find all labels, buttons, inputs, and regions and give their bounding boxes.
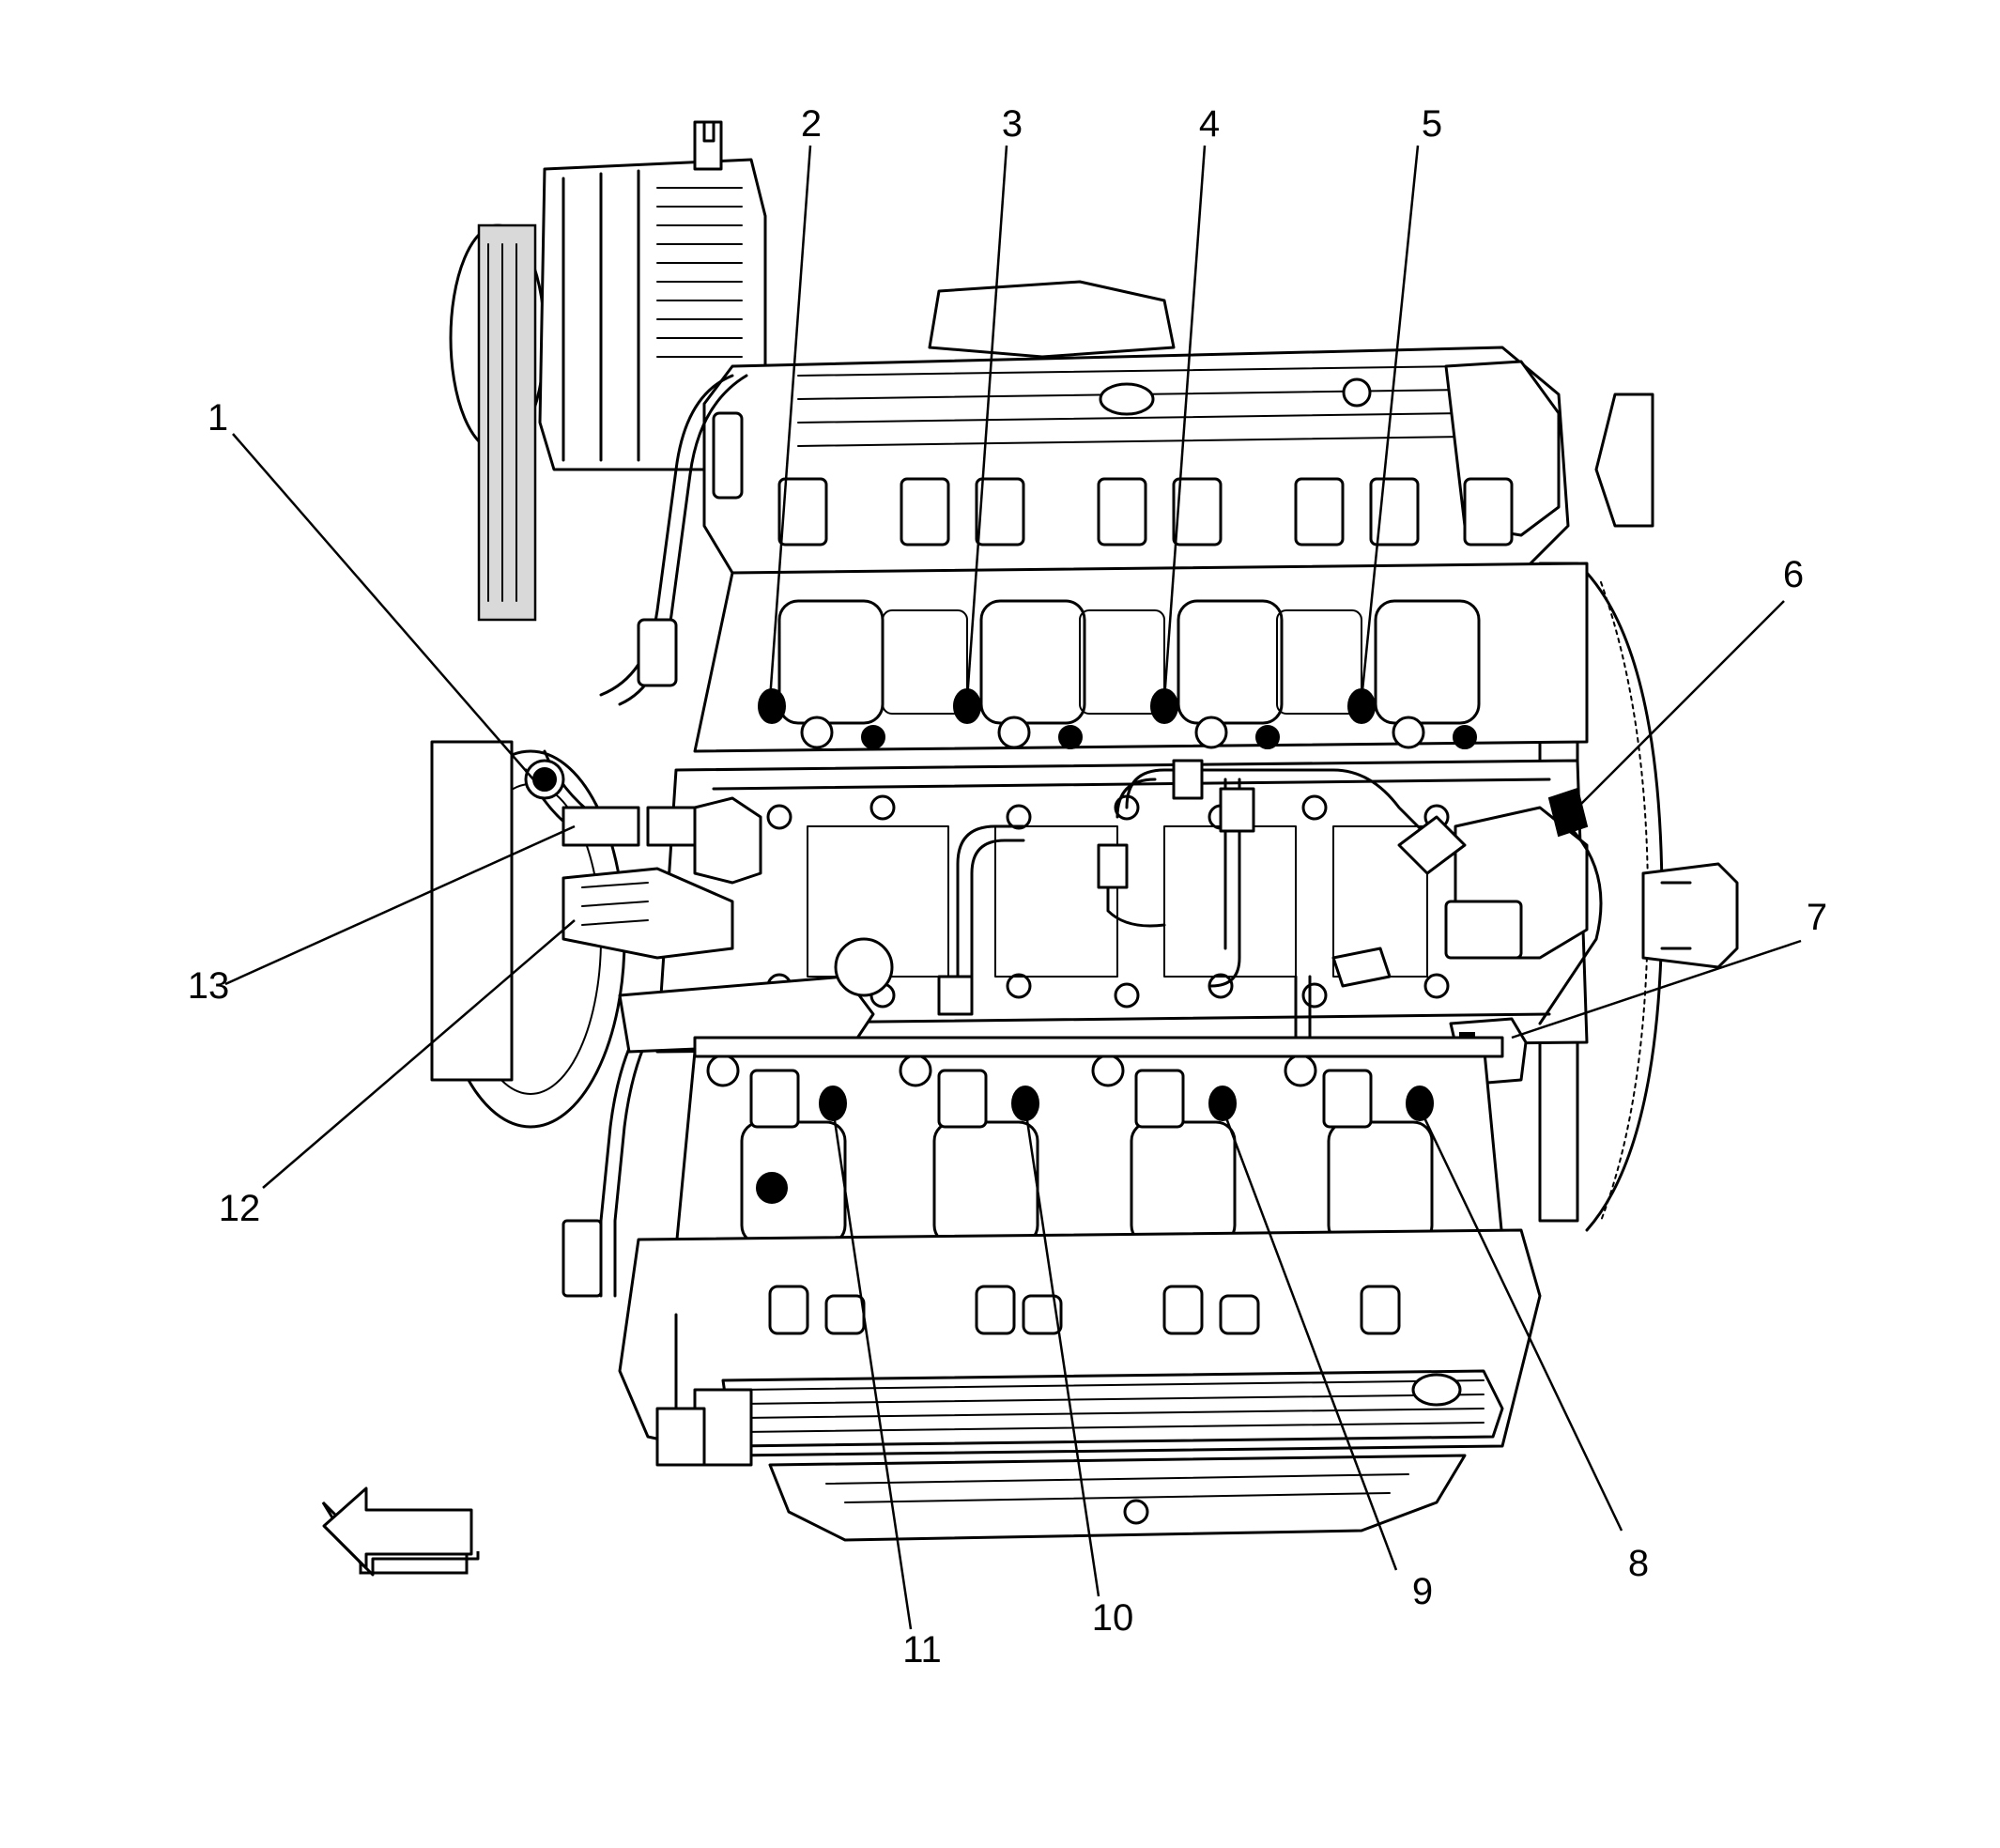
callout-4: 4 bbox=[1199, 103, 1220, 145]
leader-11 bbox=[831, 1107, 913, 1630]
callout-11: 11 bbox=[902, 1629, 942, 1671]
leader-6 bbox=[1567, 600, 1785, 818]
leader-1 bbox=[232, 433, 534, 780]
lower-ports bbox=[740, 1120, 1434, 1246]
leader-13 bbox=[224, 824, 576, 986]
leader-9 bbox=[1221, 1107, 1398, 1571]
leader-3 bbox=[965, 145, 1008, 701]
callout-2: 2 bbox=[801, 103, 822, 145]
front-pulleys bbox=[430, 223, 626, 1129]
engine-illustration bbox=[430, 120, 1739, 1542]
left-arrow-icon bbox=[321, 1486, 480, 1577]
manifold-bolts bbox=[766, 794, 1450, 1009]
leader-10 bbox=[1023, 1107, 1100, 1597]
upper-injectors bbox=[758, 688, 1477, 749]
upper-coils bbox=[777, 477, 1514, 547]
callout-9: 9 bbox=[1412, 1571, 1433, 1612]
leader-8 bbox=[1418, 1107, 1623, 1532]
transmission-flange bbox=[1594, 393, 1739, 969]
callout-labels: 1 2 3 4 5 6 7 8 9 10 11 12 13 bbox=[188, 103, 1827, 1671]
lower-spark-plugs bbox=[768, 1285, 1401, 1335]
callout-5: 5 bbox=[1422, 103, 1442, 145]
callout-1: 1 bbox=[208, 397, 228, 439]
callout-7: 7 bbox=[1807, 897, 1827, 938]
oil-pan bbox=[768, 1454, 1467, 1542]
leader-12 bbox=[262, 919, 576, 1189]
upper-coil-row bbox=[693, 477, 1589, 753]
leader-lines bbox=[224, 145, 1802, 1630]
lower-injectors bbox=[756, 1086, 1434, 1204]
callout-10: 10 bbox=[1092, 1597, 1134, 1639]
leader-5 bbox=[1360, 145, 1420, 701]
callout-13: 13 bbox=[188, 965, 230, 1007]
lower-valve-cover bbox=[618, 1228, 1542, 1467]
leader-7 bbox=[1511, 939, 1802, 1040]
upper-ports bbox=[777, 599, 1481, 725]
leader-4 bbox=[1162, 145, 1207, 701]
lower-coil-row bbox=[674, 1036, 1504, 1251]
callout-3: 3 bbox=[1002, 103, 1023, 145]
left-wiring-harness bbox=[524, 374, 894, 1298]
callout-6: 6 bbox=[1783, 554, 1804, 595]
callout-8: 8 bbox=[1628, 1543, 1649, 1584]
leader-2 bbox=[768, 145, 812, 701]
callout-12: 12 bbox=[219, 1188, 261, 1229]
